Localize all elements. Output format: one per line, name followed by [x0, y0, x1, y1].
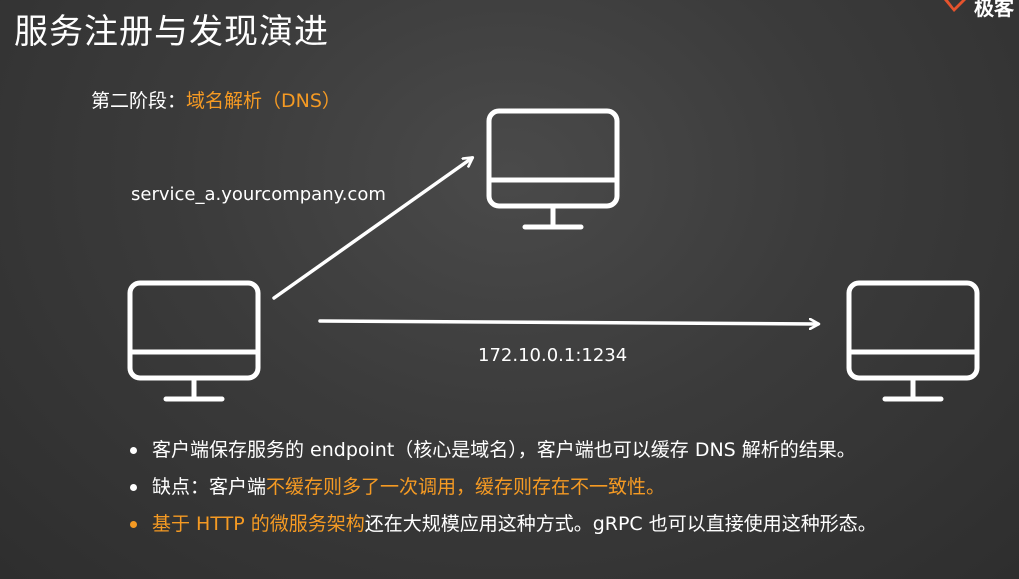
logo-mark-icon: [944, 0, 966, 12]
bullet-dot-icon: [130, 484, 137, 491]
service-call-arrow: [318, 321, 818, 324]
dns-server-monitor-icon: [486, 108, 620, 230]
stage-heading: 第二阶段：域名解析（DNS）: [91, 86, 341, 113]
client-monitor-icon: [127, 280, 261, 402]
bullet-highlight: 不缓存则多了一次调用，缓存则存在不一致性。: [266, 476, 666, 498]
logo-text: 极客: [974, 0, 1014, 18]
service-monitor-icon: [846, 280, 980, 402]
bullet-list: 客户端保存服务的 endpoint（核心是域名），客户端也可以缓存 DNS 解析…: [128, 436, 988, 547]
stage-name: 域名解析（DNS）: [186, 90, 341, 112]
bullet-item: 缺点：客户端不缓存则多了一次调用，缓存则存在不一致性。: [128, 473, 988, 501]
brand-logo: 极客: [940, 0, 1019, 18]
bullet-highlight: 基于 HTTP 的微服务架构: [152, 513, 365, 535]
bullet-item: 基于 HTTP 的微服务架构还在大规模应用这种方式。gRPC 也可以直接使用这种…: [128, 510, 988, 538]
bullet-prefix: 缺点：客户端: [152, 476, 267, 498]
bullet-dot-icon: [130, 521, 137, 528]
bullet-item: 客户端保存服务的 endpoint（核心是域名），客户端也可以缓存 DNS 解析…: [128, 436, 988, 464]
bullet-suffix: 还在大规模应用这种方式。gRPC 也可以直接使用这种形态。: [364, 513, 877, 535]
bullet-dot-icon: [130, 447, 137, 454]
stage-prefix: 第二阶段：: [91, 90, 187, 112]
dns-lookup-arrow: [272, 158, 472, 300]
bullet-text: 客户端保存服务的 endpoint（核心是域名），客户端也可以缓存 DNS 解析…: [152, 439, 856, 461]
slide-title: 服务注册与发现演进: [14, 12, 329, 52]
domain-label: service_a.yourcompany.com: [131, 184, 386, 205]
ip-port-label: 172.10.0.1:1234: [478, 345, 628, 366]
